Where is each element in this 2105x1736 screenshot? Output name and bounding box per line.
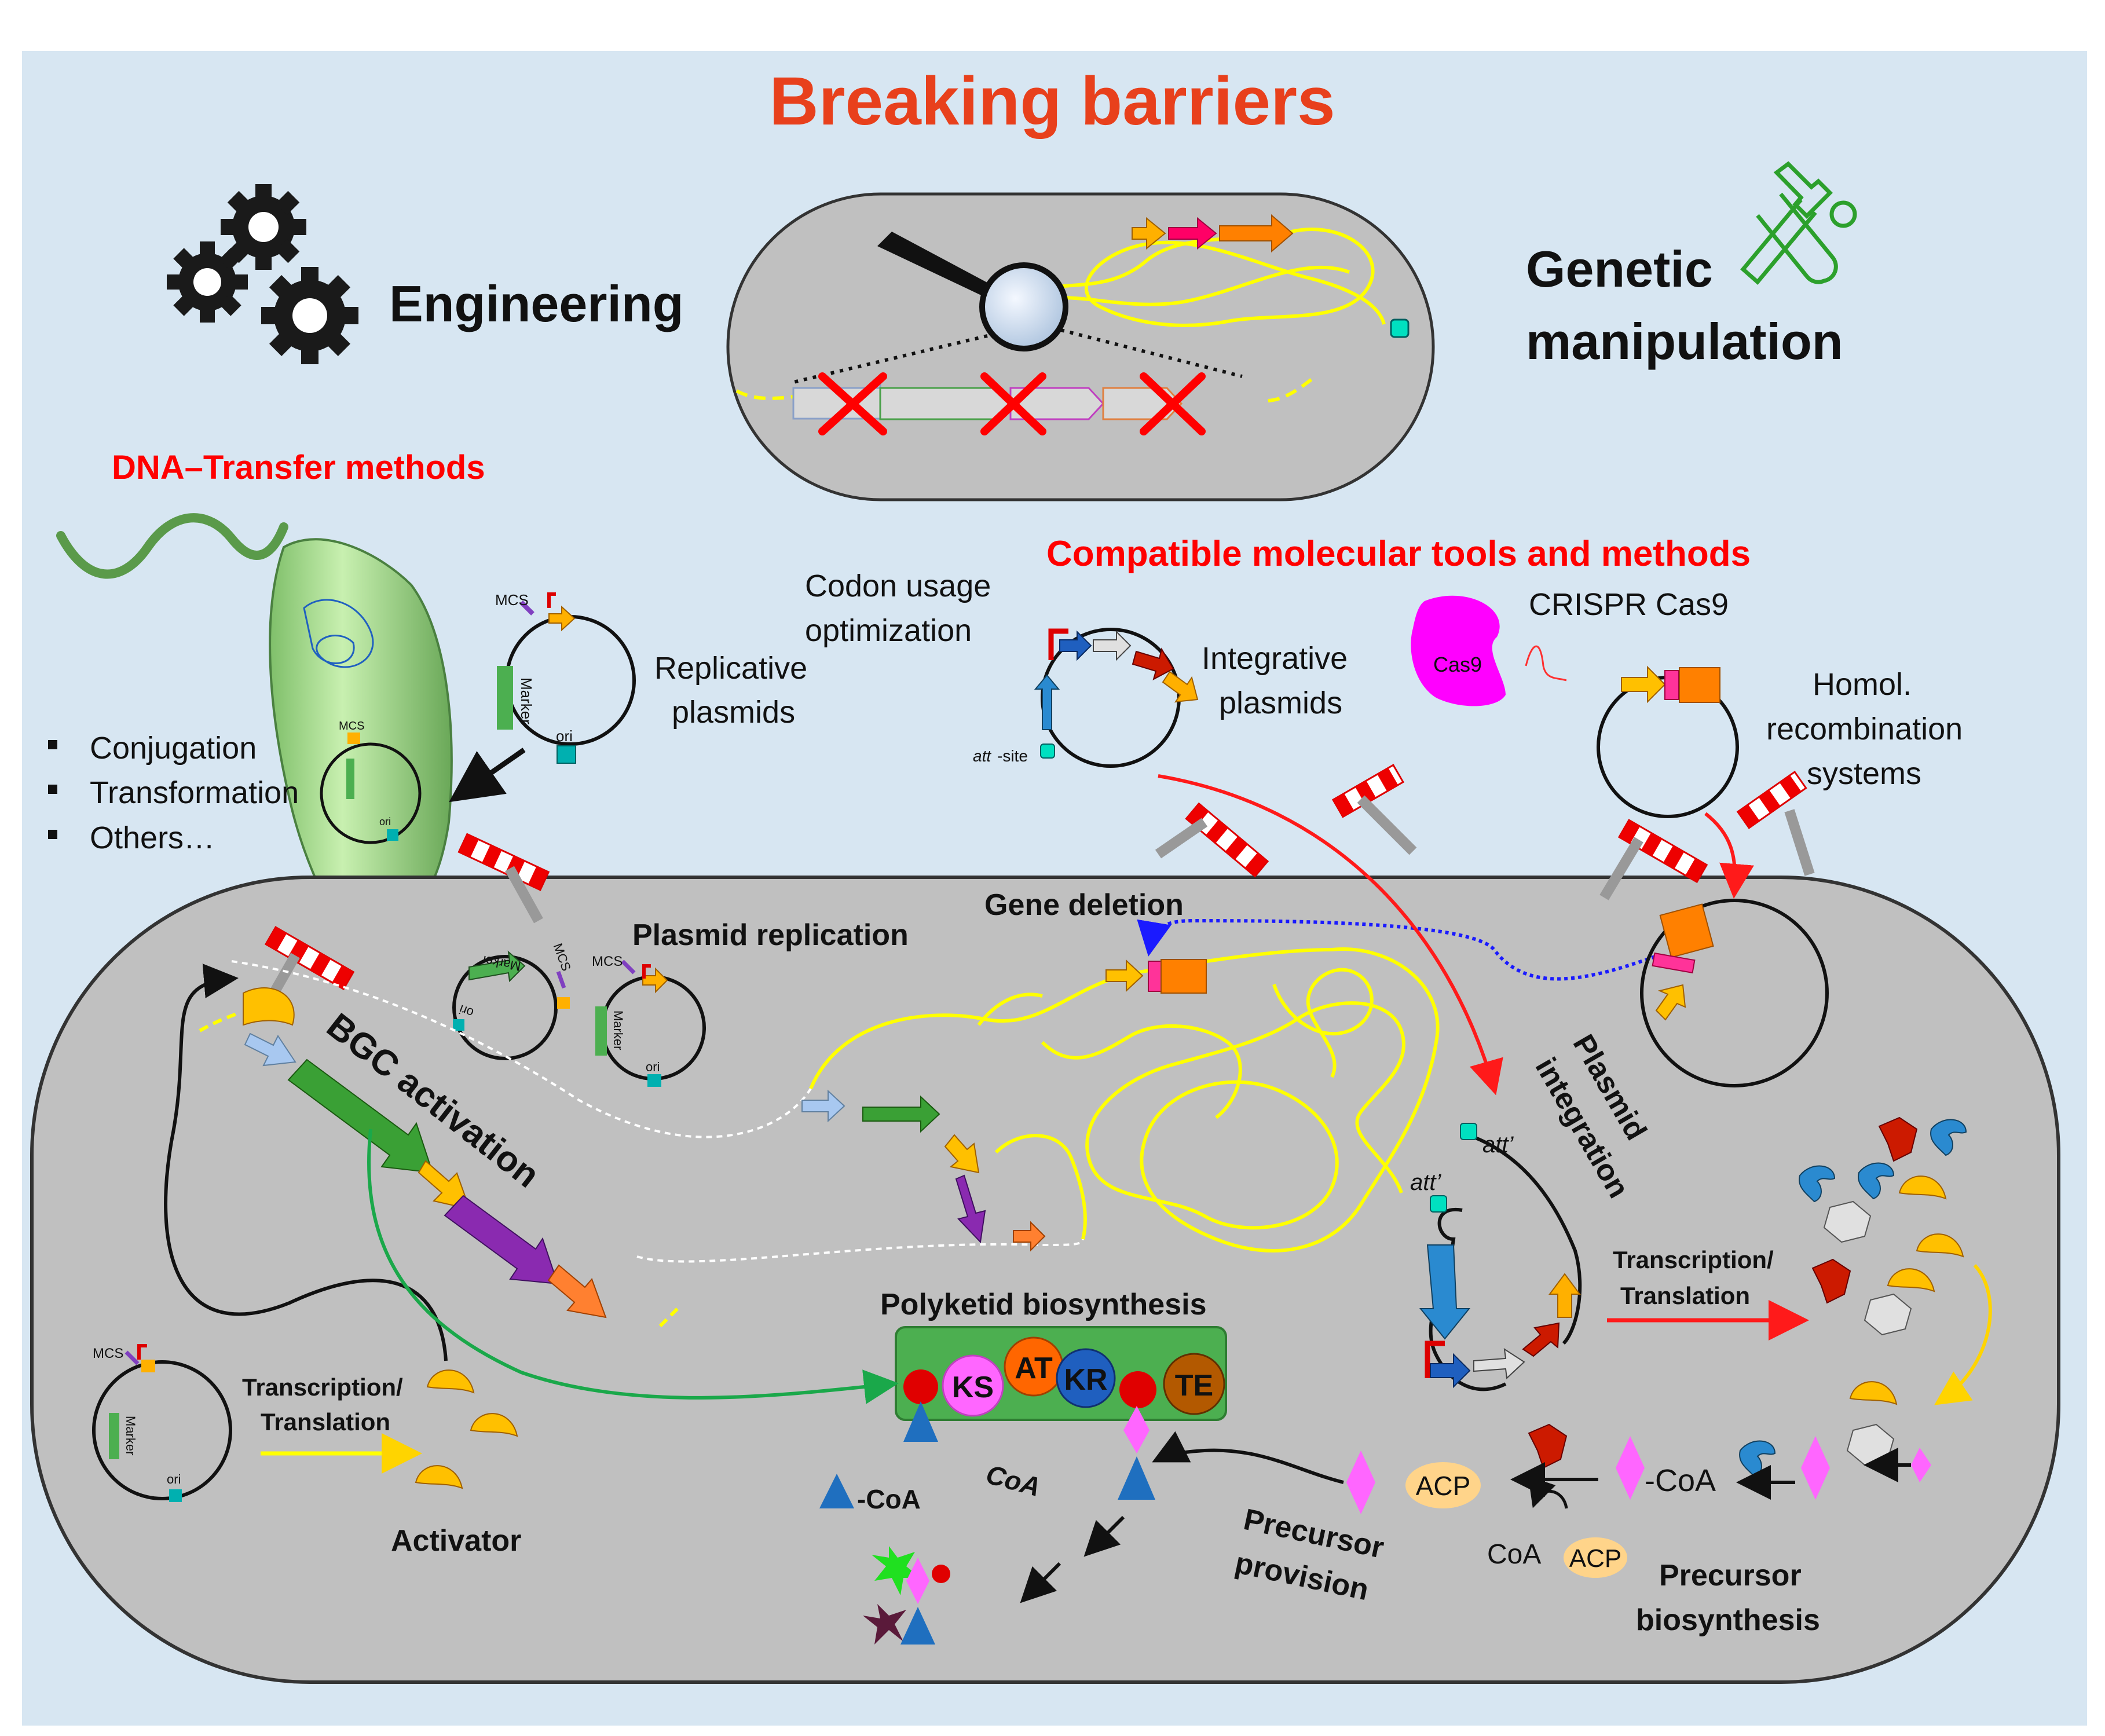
- polyketide-label: Polyketid biosynthesis: [880, 1288, 1207, 1321]
- transcription-right-2: Translation: [1620, 1282, 1750, 1309]
- list-item-conjugation: Conjugation: [90, 731, 257, 766]
- gene-deletion-label: Gene deletion: [984, 888, 1184, 922]
- activator-plasmid: MCS Marker ori: [92, 1344, 232, 1502]
- top-cell: [726, 192, 1435, 501]
- homol-integrating-plasmid: [1640, 899, 1829, 1087]
- activator-label: Activator: [391, 1524, 521, 1558]
- bacterium-icon: MCS ori: [269, 538, 455, 980]
- cell-plasmid-2: MCS Marker ori: [592, 954, 706, 1087]
- flagellum: [56, 513, 288, 579]
- replicative-plasmid: MCS Marker ori: [495, 591, 636, 764]
- crispr-label: CRISPR Cas9: [1529, 587, 1729, 622]
- kr-label: KR: [1064, 1363, 1107, 1397]
- engineering-label: Engineering: [389, 275, 684, 332]
- list-item-transformation: Transformation: [90, 775, 299, 810]
- activator-proteins: [415, 1369, 518, 1489]
- gene-deletion-arrow: [1137, 918, 1656, 981]
- rep-marker-label: Marker: [518, 677, 535, 724]
- transcription-left-1: Transcription/: [242, 1374, 403, 1401]
- homol-label-1: Homol.: [1813, 667, 1912, 702]
- cp2-mcs: MCS: [592, 954, 623, 969]
- plasmid-replication-label: Plasmid replication: [632, 918, 909, 952]
- act-marker: Marker: [123, 1416, 138, 1455]
- bgc-cluster-activated: [243, 987, 607, 1319]
- acp-label-bottom: ACP: [1569, 1544, 1621, 1573]
- genetic-label-line1: Genetic: [1526, 240, 1713, 298]
- replicative-label-1: Replicative: [654, 651, 807, 686]
- main-chromosome: [809, 947, 1440, 1252]
- coa-triangle: [819, 1474, 854, 1508]
- att-prime-2: att’: [1410, 1170, 1441, 1195]
- rep-mcs-label: MCS: [495, 591, 529, 609]
- wrench-hammer-icon: [1740, 161, 1857, 285]
- gene-deletion-locus: [1105, 959, 1207, 994]
- pks-domains: KS AT KR TE: [903, 1336, 1225, 1500]
- att-site-suffix: -site: [997, 747, 1028, 765]
- barrier-icon: [264, 764, 1815, 999]
- top-chromosome: [995, 228, 1386, 327]
- codon-label-1: Codon usage: [805, 569, 991, 603]
- chromosome-bgc-arrows: [801, 1089, 1046, 1252]
- homol-plasmid: [1597, 665, 1739, 818]
- cp2-marker: Marker: [611, 1010, 625, 1050]
- chromosome-dashed-strand: [231, 960, 812, 1138]
- ks-label: KS: [952, 1371, 994, 1404]
- homol-label-2: recombination: [1766, 712, 1963, 746]
- inner-mcs-label: MCS: [339, 720, 364, 733]
- main-title: Breaking barriers: [769, 63, 1335, 140]
- inner-ori-label: ori: [379, 816, 391, 827]
- precursor-biosynthesis-label-2: biosynthesis: [1636, 1603, 1820, 1637]
- cp2-ori: ori: [646, 1060, 660, 1074]
- gear-icon: [167, 184, 358, 364]
- coa-chain-1: -CoA: [1645, 1463, 1716, 1498]
- dna-transfer-header: DNA–Transfer methods: [112, 449, 485, 486]
- at-label: AT: [1015, 1352, 1053, 1385]
- codon-label-2: optimization: [805, 613, 972, 648]
- precursor-biosynthesis-label-1: Precursor: [1659, 1559, 1802, 1592]
- enzyme-proteins: [1799, 1116, 1967, 1466]
- rep-ori-label: ori: [556, 727, 573, 745]
- att-site-label: att: [973, 747, 991, 765]
- neg-coa-label: -CoA: [857, 1484, 921, 1514]
- integrative-label-1: Integrative: [1202, 641, 1348, 676]
- polyketide-product: [863, 1546, 950, 1645]
- transcription-right-1: Transcription/: [1613, 1246, 1774, 1273]
- att-prime-1: att’: [1482, 1132, 1514, 1158]
- integrative-plasmid: att -site: [973, 628, 1199, 768]
- list-item-others: Others…: [90, 821, 215, 855]
- precursor-biosynthesis-chain: -CoA CoA ACP: [1487, 1423, 1931, 1578]
- top-ori-square: [1390, 318, 1410, 338]
- top-gene-arrows: [1132, 214, 1294, 253]
- te-label: TE: [1175, 1369, 1213, 1402]
- transcription-left-2: Translation: [261, 1408, 390, 1435]
- cas9-label: Cas9: [1433, 653, 1482, 676]
- act-ori: ori: [167, 1472, 181, 1486]
- dna-transfer-list: Conjugation Transformation Others…: [48, 731, 299, 855]
- genetic-label-line2: manipulation: [1526, 313, 1843, 370]
- cas9-icon: [1411, 595, 1506, 706]
- precursor-acp: ACP: [1346, 1451, 1481, 1514]
- integrated-cluster: att’ att’: [1410, 1123, 1582, 1391]
- magnifier-icon: [877, 232, 1068, 351]
- integrative-label-2: plasmids: [1219, 686, 1342, 720]
- compatible-tools-header: Compatible molecular tools and methods: [1046, 534, 1751, 574]
- act-mcs: MCS: [93, 1346, 123, 1361]
- acp-label-top: ACP: [1416, 1471, 1471, 1501]
- homol-label-3: systems: [1807, 756, 1921, 791]
- replicative-label-2: plasmids: [672, 695, 795, 730]
- coa-release-label: CoA: [1487, 1539, 1541, 1570]
- deleted-gene-cluster: [792, 372, 1206, 435]
